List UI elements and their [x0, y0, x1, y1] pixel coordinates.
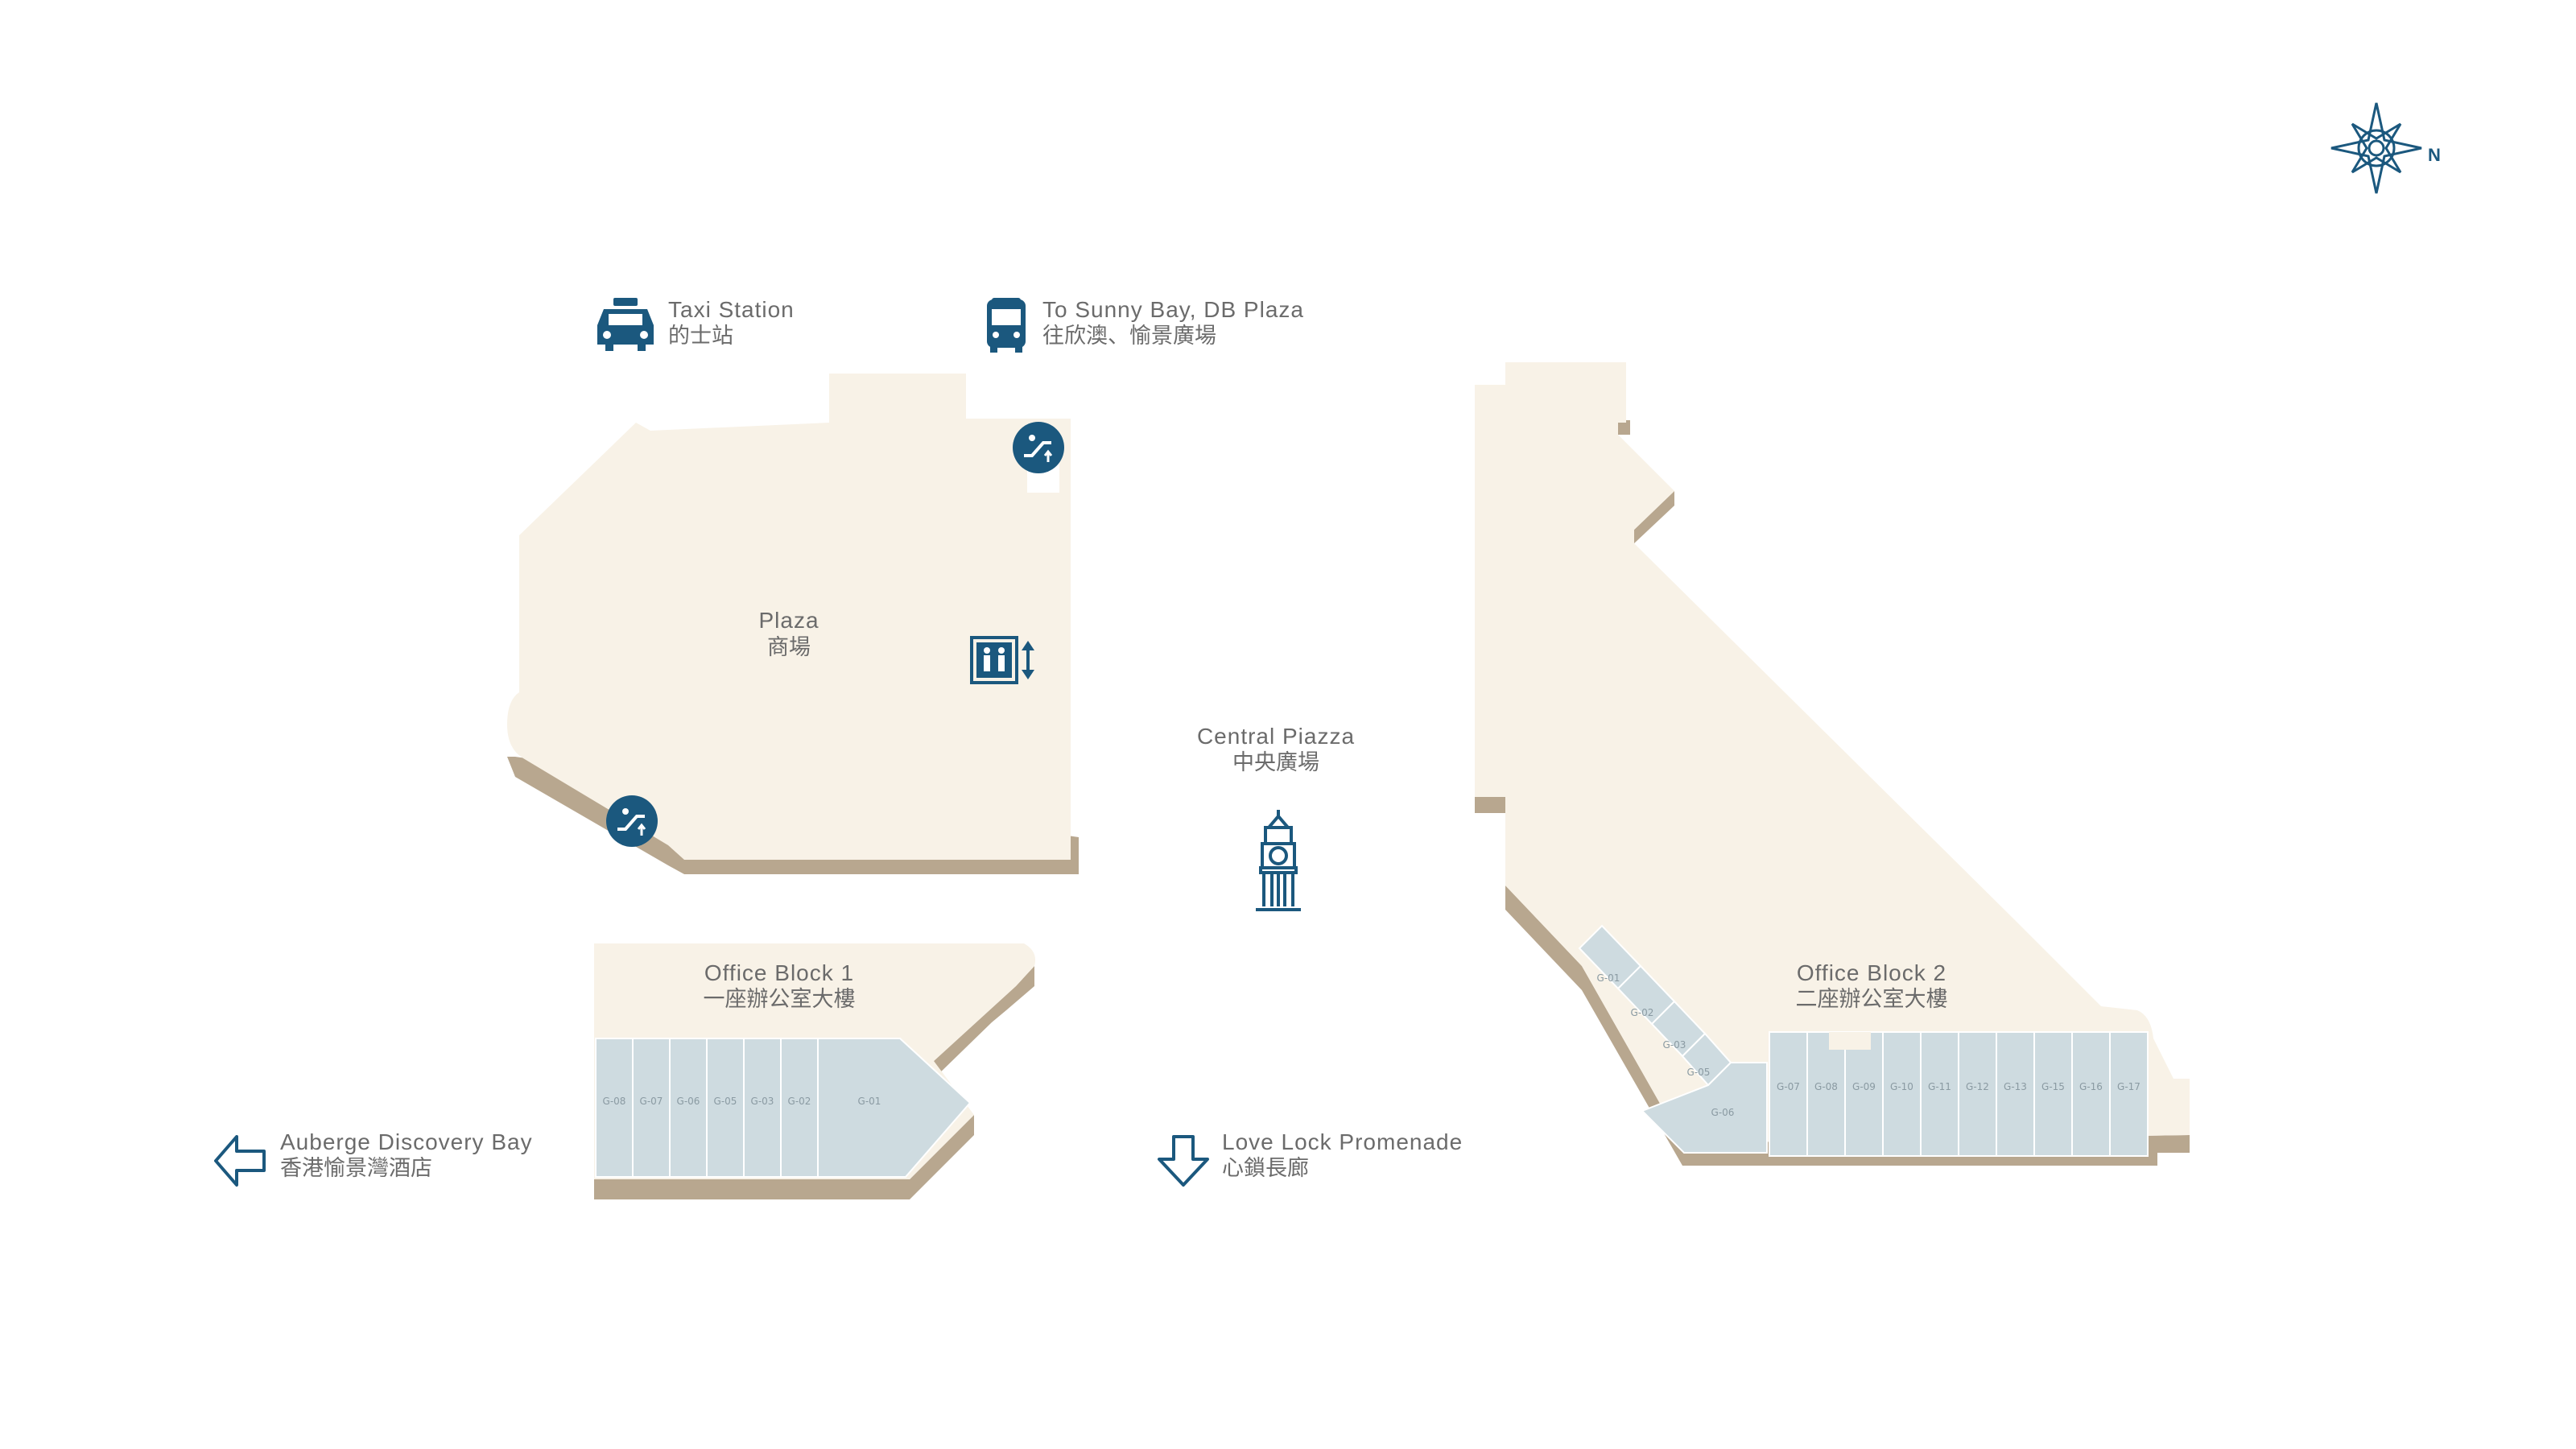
unit-label: G-03 [751, 1096, 774, 1107]
arrow-down-icon[interactable] [1158, 1135, 1209, 1187]
unit-label: G-01 [858, 1096, 881, 1107]
office-block-1-label-zh: 一座辦公室大樓 [704, 987, 856, 1012]
unit-g-09[interactable] [1844, 1031, 1884, 1157]
office-block-1-wall [594, 1115, 974, 1199]
central-piazza-label: Central Piazza 中央廣場 [1197, 724, 1355, 775]
office-block-2-label-en: Office Block 2 [1797, 960, 1946, 985]
office-block-1[interactable]: G-08 G-07 G-06 G-05 G-03 G-02 G-01 [594, 943, 1036, 1199]
love-lock-label-zh: 心鎖長廊 [1222, 1156, 1309, 1181]
unit-label: G-17 [2117, 1081, 2140, 1092]
escalator-icon[interactable] [1013, 422, 1064, 473]
unit-label: G-11 [1928, 1081, 1951, 1092]
office-block-2-label-zh: 二座辦公室大樓 [1796, 987, 1948, 1012]
unit-label: G-08 [603, 1096, 626, 1107]
unit-g-05[interactable] [706, 1038, 745, 1178]
elevator-icon[interactable] [970, 636, 1034, 684]
taxi-station-label-en: Taxi Station [668, 297, 795, 322]
unit-label: G-05 [1687, 1067, 1711, 1078]
office-block-2-notch-wall [1618, 420, 1674, 543]
bus-stop-label-zh: 往欣澳、愉景廣場 [1042, 324, 1216, 349]
office-block-1-label: Office Block 1 一座辦公室大樓 [704, 960, 856, 1012]
love-lock-label-en: Love Lock Promenade [1222, 1129, 1463, 1154]
unit-label: G-16 [2079, 1081, 2103, 1092]
bus-stop-label-en: To Sunny Bay, DB Plaza [1042, 297, 1304, 322]
plaza-label: Plaza 商場 [758, 608, 819, 660]
office-block-1-units: G-08 G-07 G-06 G-05 G-03 G-02 G-01 [595, 1038, 972, 1178]
unit-g-08[interactable] [595, 1038, 634, 1178]
unit-label: G-12 [1966, 1081, 1989, 1092]
unit-g-06[interactable] [669, 1038, 708, 1178]
unit-g-06[interactable] [1641, 1062, 1768, 1154]
unit-label: G-06 [677, 1096, 700, 1107]
office-block-2-floor [1475, 362, 2190, 1143]
unit-g-17[interactable] [2109, 1031, 2149, 1157]
compass-rose-icon [2330, 102, 2422, 194]
unit-g-16[interactable] [2071, 1031, 2111, 1157]
unit-label: G-07 [1777, 1081, 1800, 1092]
unit-label: G-03 [1663, 1039, 1686, 1051]
plaza-building[interactable] [507, 374, 1079, 874]
unit-label: G-10 [1890, 1081, 1913, 1092]
office-block-1-label-en: Office Block 1 [704, 960, 854, 985]
unit-g-08[interactable] [1806, 1031, 1846, 1157]
unit-label: G-02 [788, 1096, 811, 1107]
love-lock-label[interactable]: Love Lock Promenade 心鎖長廊 [1222, 1129, 1463, 1181]
unit-label: G-02 [1631, 1007, 1654, 1018]
plaza-floor [507, 374, 1071, 860]
unit-g-12[interactable] [1958, 1031, 1997, 1157]
office-block-2[interactable]: G-01G-02G-03G-05G-06 G-07 G-08 G-09 G-10 G-11… [1475, 362, 2190, 1166]
unit-label: G-07 [640, 1096, 663, 1107]
auberge-label-en: Auberge Discovery Bay [280, 1129, 533, 1154]
unit-g-03[interactable] [743, 1038, 782, 1178]
office-block-2-units: G-01G-02G-03G-05G-06 G-07 G-08 G-09 G-10 G-11… [1578, 924, 2149, 1157]
office-block-2-wall-left [1475, 797, 1505, 813]
unit-g-11[interactable] [1920, 1031, 1959, 1157]
unit-g-02[interactable] [780, 1038, 819, 1178]
unit-g-10[interactable] [1882, 1031, 1922, 1157]
taxi-station-label: Taxi Station 的士站 [668, 297, 795, 349]
unit-g-07[interactable] [1769, 1031, 1808, 1157]
clock-tower-icon [1256, 810, 1301, 911]
office-block-1-wall-top [934, 966, 1034, 1079]
unit-g-01[interactable] [817, 1038, 972, 1178]
arrow-left-icon[interactable] [214, 1135, 266, 1187]
unit-label: G-13 [2004, 1081, 2027, 1092]
plaza-label-zh: 商場 [767, 635, 811, 660]
unit-g-13[interactable] [1996, 1031, 2035, 1157]
unit-label: G-06 [1711, 1107, 1735, 1118]
unit-label: G-08 [1814, 1081, 1838, 1092]
taxi-icon [597, 298, 654, 351]
compass-north-label: N [2428, 145, 2441, 165]
bus-stop-label: To Sunny Bay, DB Plaza 往欣澳、愉景廣場 [1042, 297, 1304, 349]
office-block-2-label: Office Block 2 二座辦公室大樓 [1796, 960, 1948, 1012]
escalator-icon[interactable] [606, 795, 658, 847]
taxi-station-label-zh: 的士站 [668, 324, 733, 349]
auberge-label-zh: 香港愉景灣酒店 [280, 1156, 432, 1181]
auberge-label[interactable]: Auberge Discovery Bay 香港愉景灣酒店 [280, 1129, 533, 1181]
unit-label: G-01 [1597, 972, 1620, 984]
unit-label: G-09 [1852, 1081, 1876, 1092]
bus-icon [987, 298, 1026, 353]
plaza-label-en: Plaza [758, 608, 819, 633]
unit-label: G-05 [714, 1096, 737, 1107]
unit-notch [1829, 1032, 1871, 1050]
central-piazza-label-en: Central Piazza [1197, 724, 1355, 749]
central-piazza-label-zh: 中央廣場 [1232, 750, 1319, 775]
unit-label: G-15 [2041, 1081, 2065, 1092]
unit-g-07[interactable] [632, 1038, 671, 1178]
unit-g-15[interactable] [2033, 1031, 2073, 1157]
